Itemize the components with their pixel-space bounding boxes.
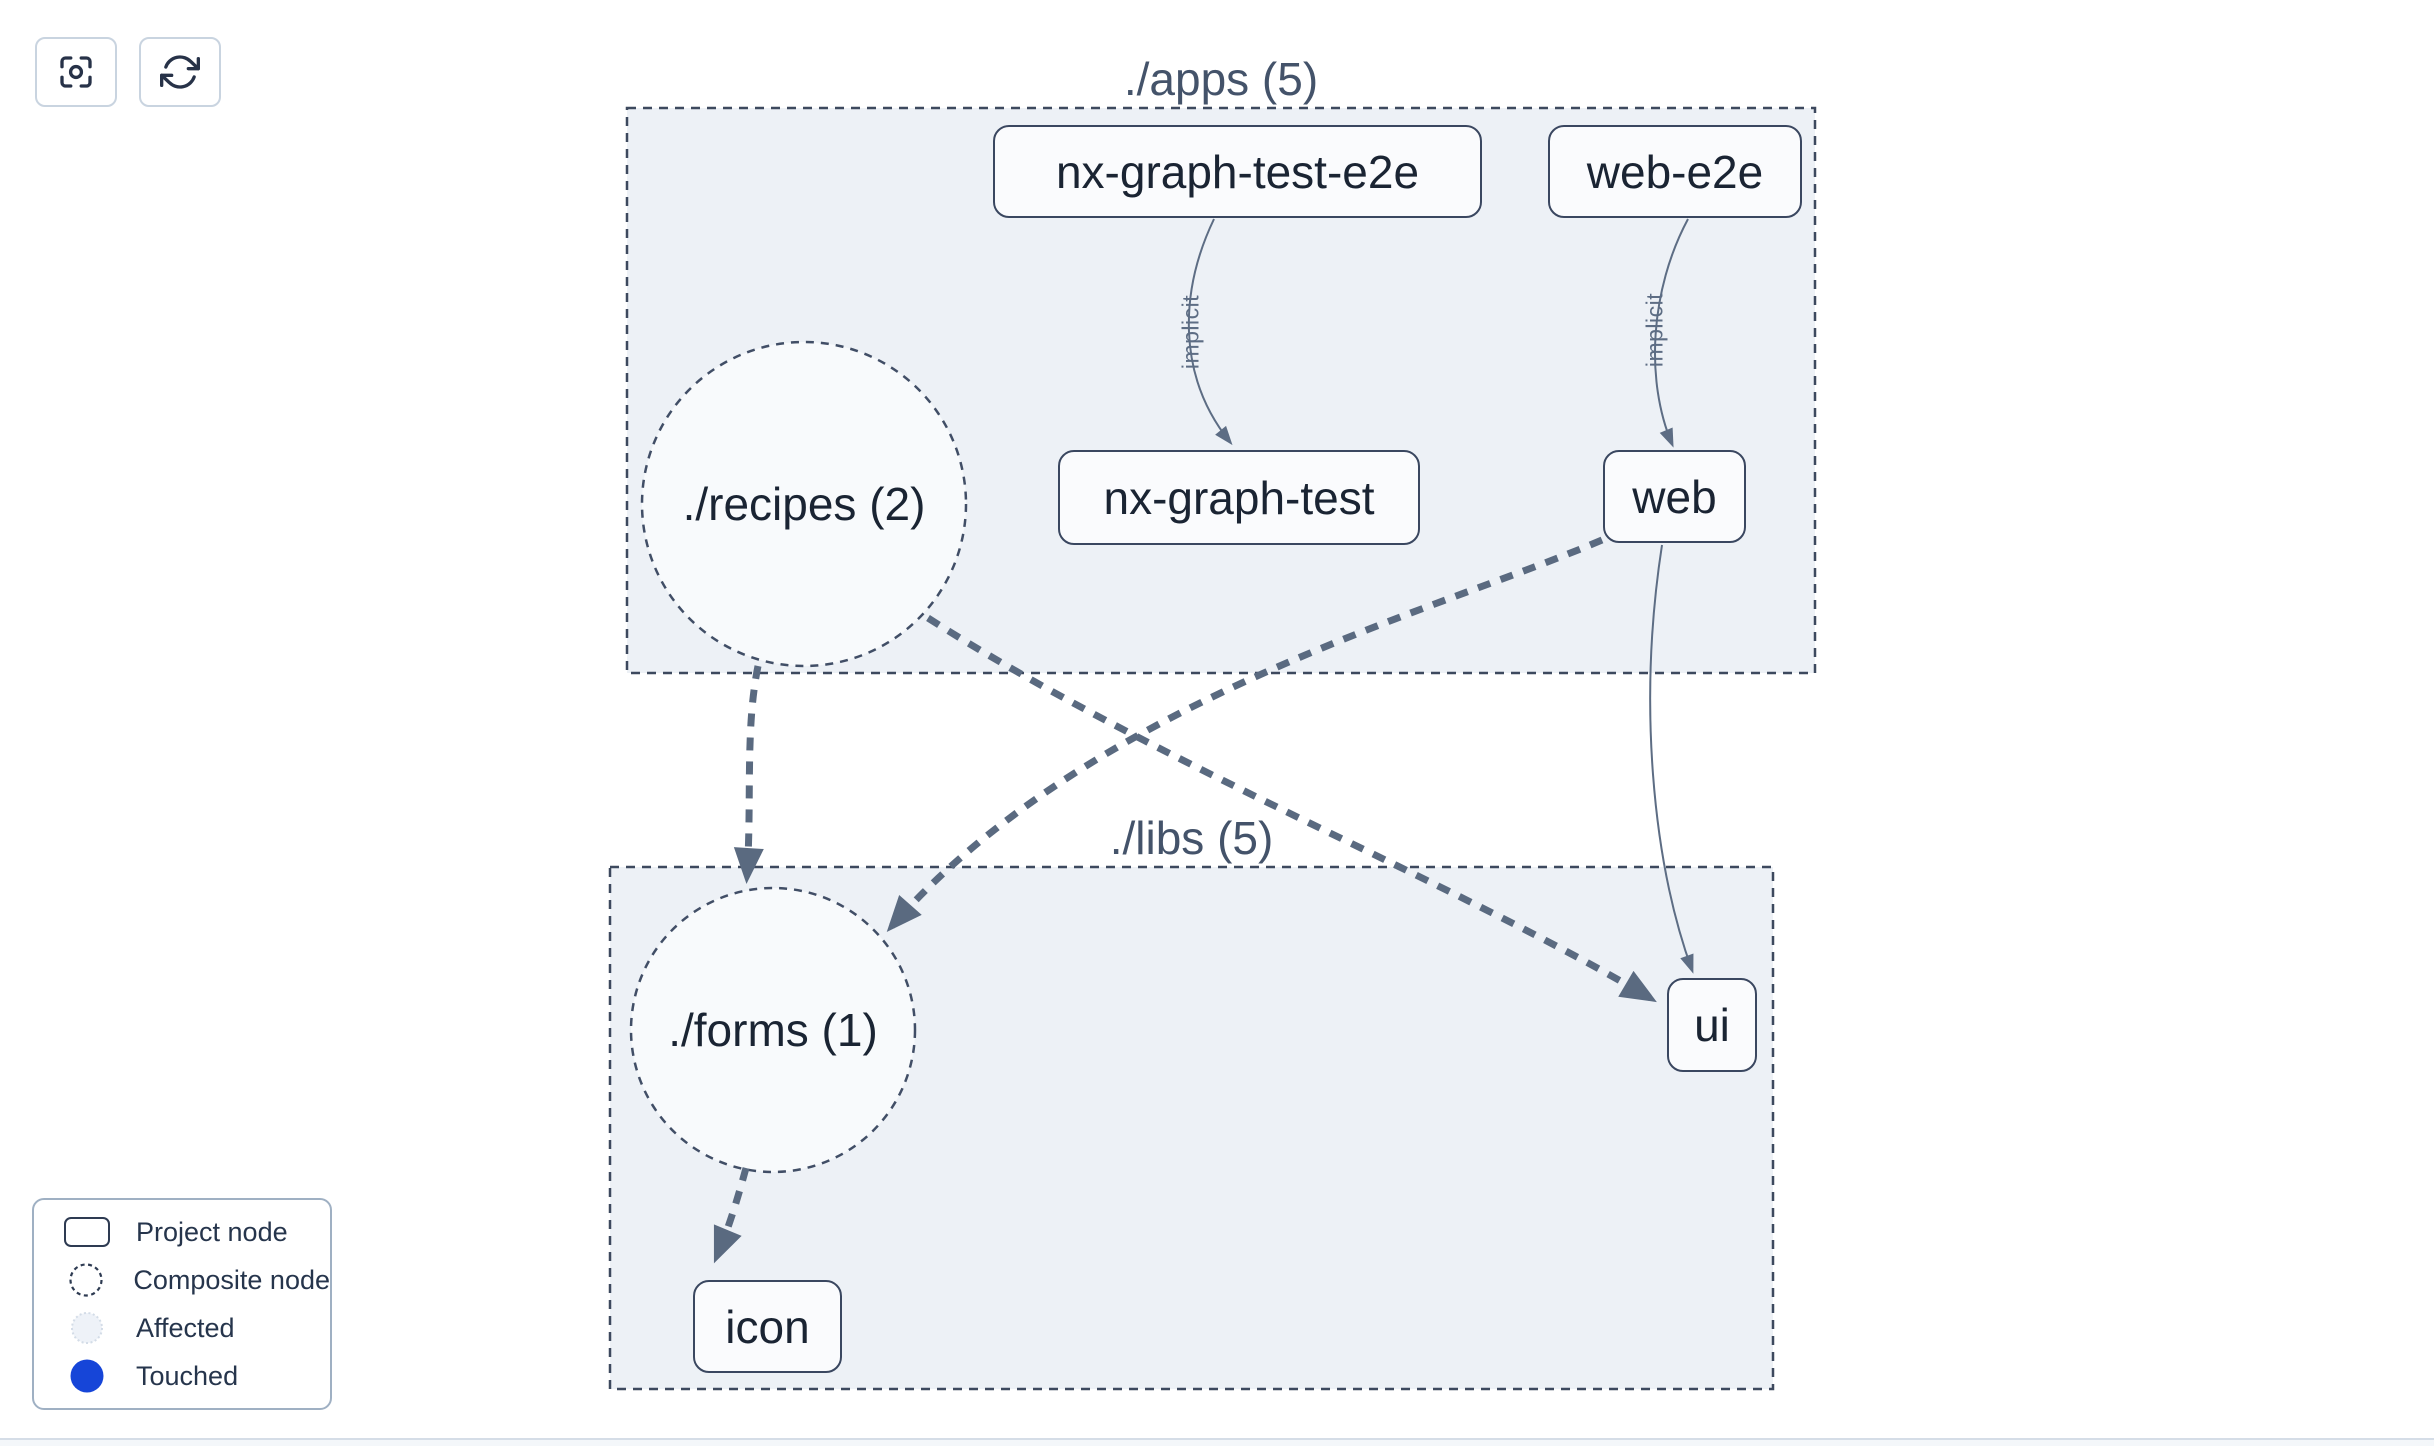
project-node-nx-graph-test-e2e[interactable]: nx-graph-test-e2e [993,125,1482,218]
node-label: web [1632,470,1717,523]
affected-swatch-icon [58,1311,116,1345]
node-label: nx-graph-test-e2e [1055,145,1420,198]
edge-nx-graph-test-e2e-to-nx-graph-test [1187,218,1233,446]
legend: Project node Composite node Affected [32,1198,332,1410]
legend-item-touched: Touched [58,1352,330,1400]
node-label: nx-graph-test [1103,471,1375,524]
legend-label: Project node [136,1216,288,1247]
composite-node-swatch-icon [58,1262,113,1298]
project-node-nx-graph-test[interactable]: nx-graph-test [1058,450,1420,545]
refresh-graph-button[interactable] [139,37,221,107]
edge-web-to-forms [886,536,1604,933]
composite-node-forms-label[interactable]: ./forms (1) [668,1004,878,1056]
edge-recipes-to-ui [926,615,1657,1003]
edge-web-to-ui [1649,544,1694,974]
composite-node-recipes[interactable] [640,340,968,668]
touched-swatch-icon [58,1358,116,1394]
apps-group-label: ./apps (5) [1123,53,1319,105]
legend-item-composite-node: Composite node [58,1256,330,1304]
focus-graph-button[interactable] [35,37,117,107]
project-node-icon[interactable]: icon [693,1280,842,1373]
composite-node-forms[interactable] [629,886,917,1174]
legend-item-project-node: Project node [58,1208,330,1256]
focus-icon [60,56,92,88]
node-label: web-e2e [1586,145,1764,198]
node-label: ui [1694,999,1730,1051]
project-node-ui[interactable]: ui [1667,978,1757,1072]
panel-bottom-border [0,1438,2434,1446]
legend-item-affected: Affected [58,1304,330,1352]
legend-label: Touched [136,1360,239,1391]
edge-web-e2e-to-web [1654,218,1689,448]
legend-label: Affected [136,1312,235,1343]
composite-node-recipes-label[interactable]: ./recipes (2) [682,478,926,530]
edge-forms-to-icon [713,1167,750,1264]
refresh-icon [160,55,200,89]
project-node-swatch-icon [58,1217,116,1247]
edge-recipes-to-forms [733,665,764,884]
project-node-web[interactable]: web [1603,450,1746,543]
legend-label: Composite node [133,1264,330,1295]
libs-group-label: ./libs (5) [1109,812,1274,864]
edge-label-implicit: implicit [1641,292,1668,368]
project-node-web-e2e[interactable]: web-e2e [1548,125,1802,218]
edge-label-implicit: implicit [1177,294,1204,370]
node-label: icon [725,1300,810,1353]
